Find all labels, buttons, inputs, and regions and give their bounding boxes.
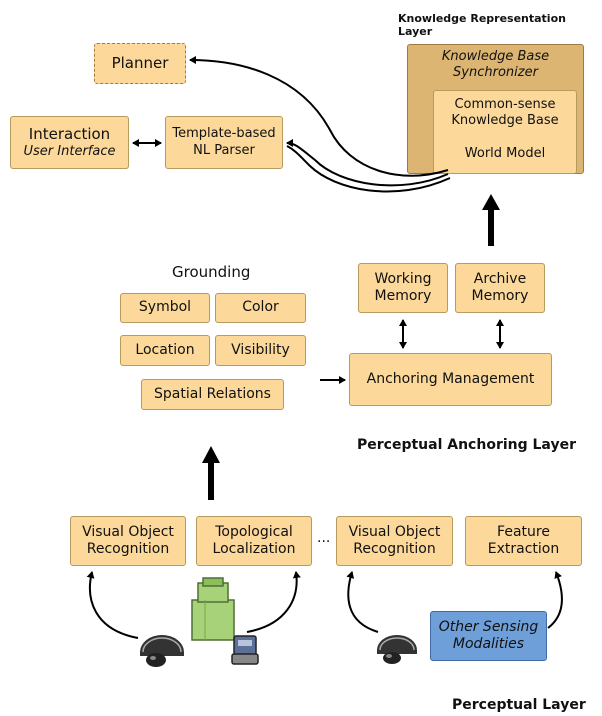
visibility-box: Visibility [215,335,306,366]
interaction-box: Interaction User Interface [10,116,129,169]
location-box: Location [120,335,210,366]
topo-line1: Topological [215,523,293,540]
feature-line2: Extraction [487,541,560,557]
visual-object-recognition-box-1: Visual Object Recognition [70,516,186,566]
archive-memory-box: Archive Memory [455,263,545,313]
kb-to-parser-arrow-2 [286,145,451,193]
kb-line2: Knowledge Base [451,113,559,129]
knowledge-representation-layer-title: Knowledge Representation Layer [398,12,566,38]
spatial-relations-label: Spatial Relations [154,385,271,402]
anchoring-management-box: Anchoring Management [349,353,552,406]
archive-memory-line2: Memory [471,288,529,304]
topo-line2: Localization [212,541,296,557]
synchronizer-line1: Knowledge Base [441,49,550,64]
working-memory-line1: Working [374,270,432,287]
interaction-title: Interaction [28,125,111,143]
interaction-subtitle: User Interface [23,143,116,159]
synchronizer-line2: Synchronizer [453,65,538,81]
other-sensing-line1: Other Sensing [438,618,539,635]
vor2-line2: Recognition [353,541,436,557]
working-memory-line2: Memory [374,288,432,304]
planner-label: Planner [111,54,169,73]
world-model-label: World Model [464,145,546,161]
ellipsis: ... [317,530,331,546]
camera-icon-1 [140,635,184,667]
nl-parser-line2: NL Parser [193,142,255,158]
color-label: Color [242,299,279,316]
feature-line1: Feature [497,523,550,540]
grounding-title: Grounding [172,263,251,281]
nl-parser-box: Template-based NL Parser [165,116,283,169]
nl-parser-line1: Template-based [172,126,276,142]
kb-to-planner-arrow [189,56,449,177]
robot-to-topo-arrow [246,571,301,633]
spatial-relations-box: Spatial Relations [141,379,284,410]
color-box: Color [215,293,306,323]
visibility-label: Visibility [231,341,290,358]
other-sensing-modalities-box: Other Sensing Modalities [430,611,547,661]
vor1-line2: Recognition [86,541,170,557]
camera-icon-2 [377,635,417,664]
perceptual-layer-title: Perceptual Layer [452,697,586,713]
archive-memory-line1: Archive [473,270,527,287]
visual-object-recognition-box-2: Visual Object Recognition [336,516,453,566]
location-label: Location [135,341,195,358]
feature-extraction-box: Feature Extraction [465,516,582,566]
robot-icon [191,577,235,641]
symbol-label: Symbol [138,299,192,316]
sensor-icon [231,635,259,665]
perceptual-anchoring-layer-title: Perceptual Anchoring Layer [357,437,576,453]
topological-localization-box: Topological Localization [196,516,312,566]
sensing-to-feature-arrow [547,571,563,629]
other-sensing-line2: Modalities [452,636,525,652]
symbol-box: Symbol [120,293,210,323]
anchoring-management-label: Anchoring Management [366,370,535,387]
camera-to-vor1-arrow [86,571,139,639]
vor1-line1: Visual Object [82,523,174,540]
camera-to-vor2-arrow [346,571,379,633]
common-sense-knowledge-base: Common-sense Knowledge Base World Model [433,90,577,174]
vor2-line1: Visual Object [348,523,441,540]
kb-line1: Common-sense [454,97,556,112]
kb-to-parser-arrow-1 [286,139,449,187]
working-memory-box: Working Memory [358,263,448,313]
planner-box: Planner [94,43,186,84]
